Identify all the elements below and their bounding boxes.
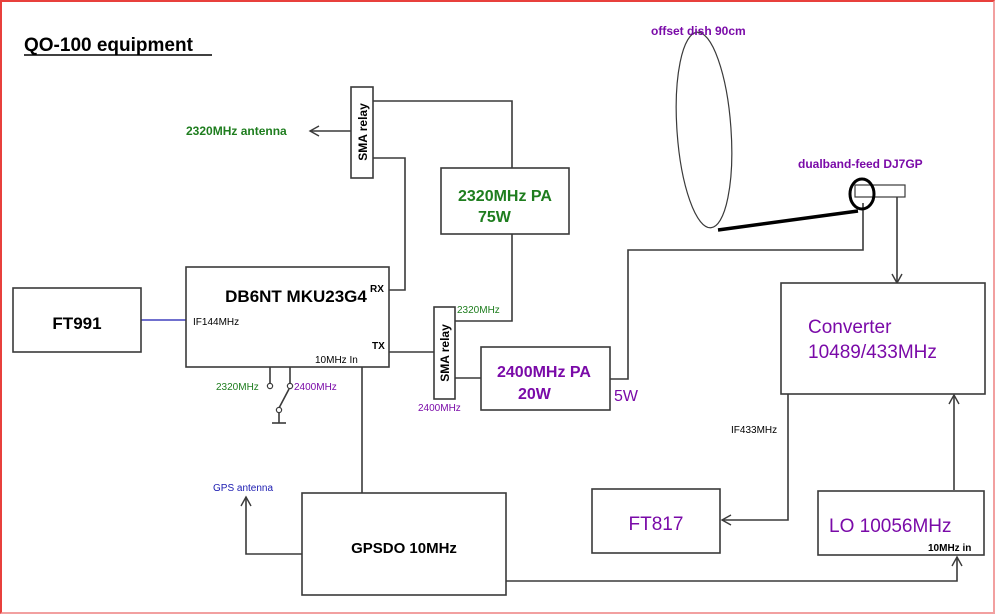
mku-ref-port: 10MHz In: [315, 355, 358, 366]
feed-label: dualband-feed DJ7GP: [798, 157, 923, 171]
relay-mid-2320-port: 2320MHz: [457, 305, 500, 316]
mku-if-port: IF144MHz: [193, 317, 239, 328]
switch-2400-label: 2400MHz: [294, 382, 337, 393]
relay-mid-2400-port: 2400MHz: [418, 403, 461, 414]
wire-converter-ft817: [720, 394, 789, 526]
wire-pa2320-relay-mid: [455, 234, 513, 322]
switch-2320-label: 2320MHz: [216, 382, 259, 393]
block-ft817: FT817: [591, 488, 721, 554]
diagram-title: QO-100 equipment: [24, 35, 194, 56]
mku-tx-port: TX: [372, 341, 385, 352]
ft817-label: FT817: [629, 514, 684, 535]
wire-gpsdo-lo: [506, 555, 963, 582]
block-gpsdo: GPSDO 10MHz: [301, 492, 507, 596]
pa2400-line2: 20W: [518, 386, 552, 403]
band-switch: [266, 367, 294, 424]
dualband-feed: [848, 177, 906, 211]
block-converter: Converter 10489/433MHz: [780, 282, 986, 395]
lo-ref-label: 10MHz in: [928, 543, 971, 554]
wire-relay-top-pa2320: [373, 100, 513, 168]
pa2320-line1: 2320MHz PA: [458, 188, 552, 205]
block-pa-2400: 2400MHz PA 20W: [480, 346, 611, 411]
lo-label: LO 10056MHz: [829, 516, 952, 537]
converter-if-label: IF433MHz: [731, 425, 777, 436]
mku-rx-port: RX: [370, 284, 384, 295]
offset-dish: [675, 31, 859, 232]
pa2400-line1: 2400MHz PA: [497, 364, 591, 381]
gps-antenna-label: GPS antenna: [213, 483, 273, 494]
dish-label: offset dish 90cm: [651, 24, 746, 38]
gpsdo-label: GPSDO 10MHz: [351, 540, 457, 557]
relay-mid-label: SMA relay: [438, 324, 452, 382]
block-sma-relay-top: SMA relay: [350, 86, 374, 179]
block-pa-2320: 2320MHz PA 75W: [440, 167, 570, 235]
converter-line1: Converter: [808, 317, 892, 338]
pa2320-line2: 75W: [478, 209, 512, 226]
wire-relay-top-rx: [373, 157, 406, 291]
converter-line2: 10489/433MHz: [808, 342, 937, 363]
pa2400-input-power: 5W: [614, 388, 639, 405]
relay-top-label: SMA relay: [356, 103, 370, 161]
block-lo: LO 10056MHz 10MHz in: [817, 490, 985, 556]
wire-gpsdo-gps-antenna: [240, 495, 302, 555]
ft991-label: FT991: [52, 314, 101, 333]
block-sma-relay-mid: SMA relay: [433, 306, 456, 400]
antenna-2320-label: 2320MHz antenna: [186, 124, 287, 138]
wire-pa2400-feed: [610, 203, 864, 380]
mku-label: DB6NT MKU23G4: [225, 287, 367, 306]
block-mku23g4: DB6NT MKU23G4 IF144MHz RX TX 10MHz In: [185, 266, 390, 368]
block-ft991: FT991: [12, 287, 142, 353]
